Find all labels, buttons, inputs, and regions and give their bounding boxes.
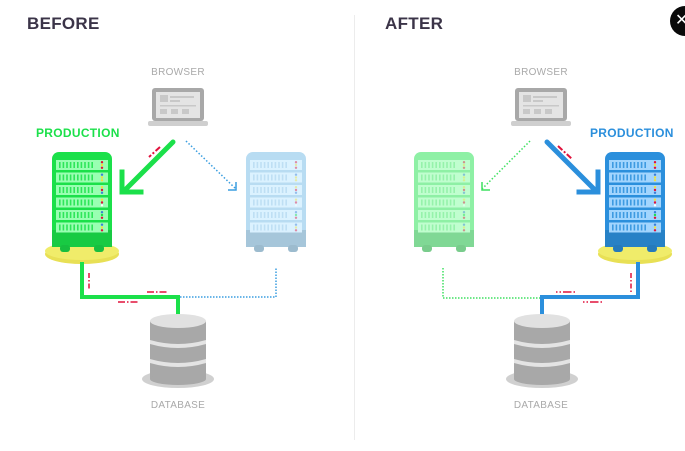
before-active-request-arrow [119, 139, 176, 195]
after-active-db-link [540, 262, 640, 315]
after-production-server [605, 152, 665, 252]
after-heading: AFTER [385, 14, 444, 33]
after-database-icon [506, 314, 578, 388]
after-db-traffic-indicators [556, 273, 632, 303]
before-active-db-link [80, 262, 180, 315]
after-browser-label: BROWSER [514, 67, 568, 78]
before-database-label: DATABASE [150, 400, 206, 411]
before-standby-server [246, 152, 306, 252]
before-database-icon [142, 314, 214, 388]
before-browser-icon [148, 88, 208, 126]
panel-divider [354, 15, 355, 440]
after-standby-server [414, 152, 474, 252]
before-inactive-request-link [185, 140, 237, 191]
before-db-traffic-indicators [88, 273, 167, 303]
close-button[interactable]: ✕ [670, 6, 685, 36]
before-browser-label: BROWSER [151, 67, 205, 78]
after-inactive-db-link [442, 268, 540, 299]
before-traffic-indicator [148, 146, 161, 158]
close-icon: ✕ [675, 12, 685, 29]
before-heading: BEFORE [27, 14, 100, 33]
before-production-server [52, 152, 112, 252]
after-traffic-indicator [557, 145, 573, 160]
after-browser-icon [511, 88, 571, 126]
after-active-request-arrow [544, 139, 601, 195]
after-production-label: PRODUCTION [590, 126, 674, 140]
before-inactive-db-link [180, 268, 277, 298]
after-inactive-request-link [481, 140, 531, 191]
after-database-label: DATABASE [513, 400, 569, 411]
before-production-label: PRODUCTION [36, 126, 120, 140]
